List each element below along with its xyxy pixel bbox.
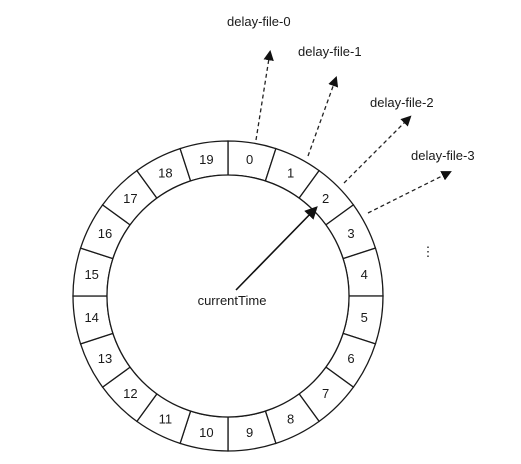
- more-files-ellipsis: ⋮: [422, 244, 435, 259]
- wheel-slot-label: 8: [287, 411, 294, 426]
- wheel-slot-label: 1: [287, 166, 294, 181]
- wheel-slot-label: 11: [159, 411, 173, 426]
- wheel-slot-label: 7: [322, 386, 329, 401]
- wheel-slot-label: 16: [98, 226, 112, 241]
- wheel-slot-label: 15: [84, 267, 98, 282]
- current-time-label: currentTime: [198, 293, 267, 308]
- delay-file-2-label: delay-file-2: [370, 95, 434, 110]
- wheel-slot-label: 5: [361, 310, 368, 325]
- wheel-slot-label: 18: [158, 166, 172, 181]
- delay-file-0-arrow: [255, 49, 274, 141]
- wheel-slot-label: 19: [199, 152, 213, 167]
- delay-file-2-arrow: [343, 115, 412, 184]
- wheel-slot-label: 12: [123, 386, 137, 401]
- wheel-slot-label: 2: [322, 191, 329, 206]
- delay-file-3-arrow: [367, 171, 452, 214]
- wheel-slot-label: 10: [199, 425, 213, 440]
- wheel-slot-label: 4: [361, 267, 368, 282]
- delay-file-1-arrow: [307, 76, 339, 157]
- wheel-slot-label: 17: [123, 191, 137, 206]
- wheel-slot-label: 3: [347, 226, 354, 241]
- delay-file-3-label: delay-file-3: [411, 148, 475, 163]
- current-time-arrow: [235, 206, 318, 291]
- wheel-slot-label: 13: [98, 351, 112, 366]
- wheel-slot-label: 6: [347, 351, 354, 366]
- wheel-slot-label: 0: [246, 152, 253, 167]
- delay-file-1-label: delay-file-1: [298, 44, 362, 59]
- delay-file-0-label: delay-file-0: [227, 14, 291, 29]
- wheel-slot-label: 14: [84, 310, 98, 325]
- wheel-slot-label: 9: [246, 425, 253, 440]
